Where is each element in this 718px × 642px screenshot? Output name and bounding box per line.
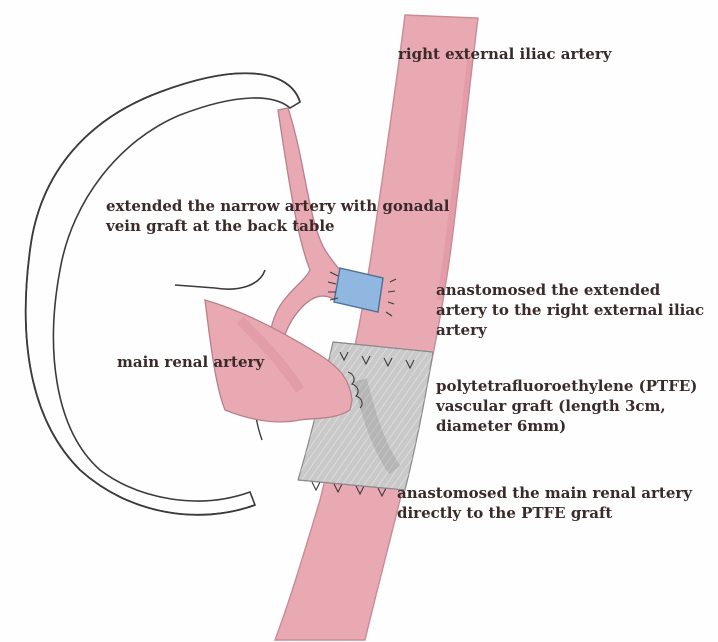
label-anastomosed-main-renal-artery: anastomosed the main renal artery direct… — [397, 483, 692, 523]
kidney-hilum — [175, 270, 265, 289]
label-anastomosed-extended-artery: anastomosed the extended artery to the r… — [436, 280, 704, 340]
label-gonadal-vein-graft: extended the narrow artery with gonadal … — [106, 196, 449, 236]
label-right-external-iliac-artery: right external iliac artery — [398, 44, 611, 64]
label-main-renal-artery: main renal artery — [117, 352, 264, 372]
kidney-outline — [26, 73, 300, 515]
label-ptfe-graft: polytetrafluoroethylene (PTFE) vascular … — [436, 376, 697, 436]
